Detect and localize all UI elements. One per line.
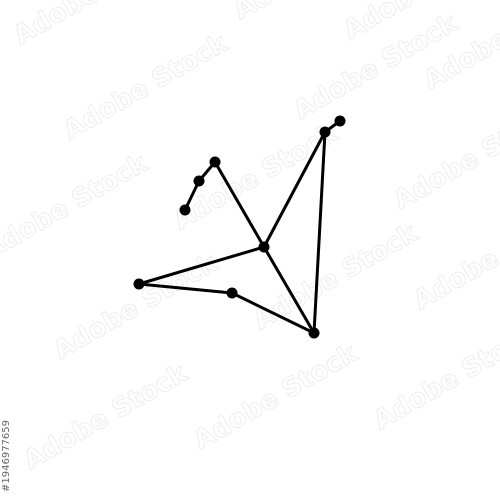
star-n10 xyxy=(334,115,346,127)
constellation-edge-n8-n9 xyxy=(312,130,327,335)
stock-id-label: #1946977659 xyxy=(1,372,14,492)
star-n8 xyxy=(308,327,320,339)
constellation-edge-n6-n7 xyxy=(137,282,234,295)
star-n6 xyxy=(133,278,145,290)
constellation-edge-n3-n4 xyxy=(213,160,266,249)
constellation-stars xyxy=(133,115,346,339)
star-n7 xyxy=(226,287,238,299)
star-n5 xyxy=(319,126,331,138)
star-n3 xyxy=(209,156,221,168)
star-n4 xyxy=(258,241,270,253)
stock-id-text: #1946977659 xyxy=(1,419,12,492)
star-n1 xyxy=(179,204,191,216)
constellation-edge-n4-n5 xyxy=(262,130,327,249)
constellation-edge-n7-n8 xyxy=(230,291,316,335)
star-n2 xyxy=(193,175,205,187)
constellation-edge-n8-n4 xyxy=(262,245,316,335)
constellation-edges xyxy=(137,119,342,335)
constellation-edge-n4-n6 xyxy=(137,245,266,286)
